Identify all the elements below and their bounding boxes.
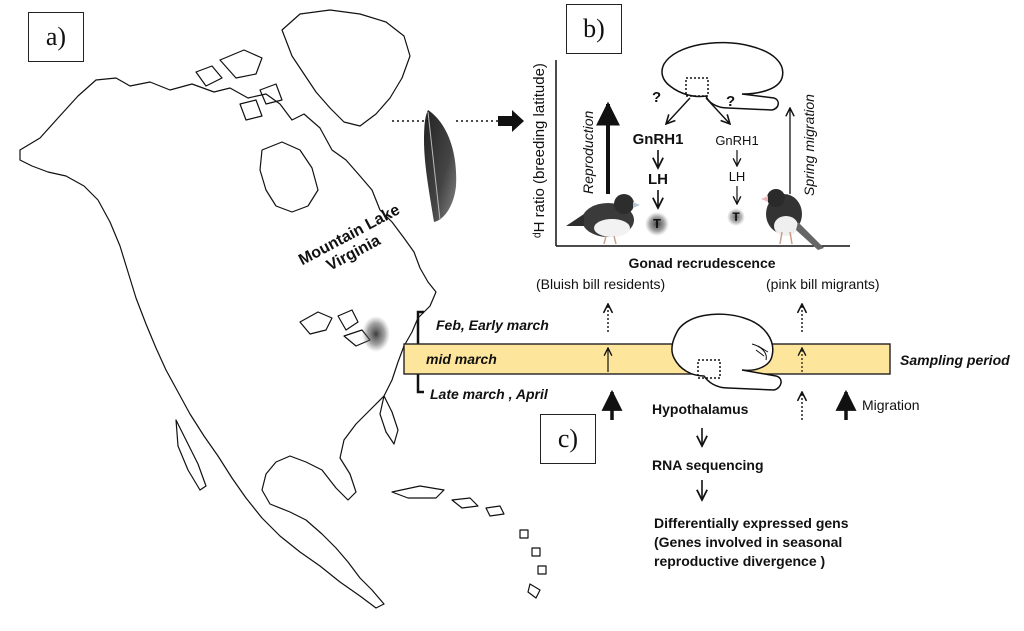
period-feb-early-march: Feb, Early march xyxy=(436,317,549,333)
continent-outline xyxy=(19,77,437,609)
brain-icon-c xyxy=(671,313,782,391)
big-arrow-to-panel-b xyxy=(498,110,524,132)
baja-california xyxy=(175,419,207,491)
great-lakes xyxy=(299,309,371,347)
junco-bird-resident-icon xyxy=(566,194,640,245)
result-line-3: reproductive divergence ) xyxy=(654,553,826,569)
north-america-map xyxy=(19,9,547,609)
hypothalamus-label: Hypothalamus xyxy=(652,401,749,417)
arctic-islands xyxy=(195,49,283,121)
panel-a-text: a) xyxy=(45,22,67,51)
sampling-site-marker xyxy=(362,316,390,352)
x-axis-label: Gonad recrudescence xyxy=(628,255,776,271)
migration-label: Migration xyxy=(862,397,920,413)
feather-icon xyxy=(424,110,457,222)
lh-right-label: LH xyxy=(728,169,746,184)
hudson-bay xyxy=(259,141,319,213)
arrow-brain-to-gnrh-right xyxy=(705,97,730,124)
gnrh1-right-label: GnRH1 xyxy=(715,133,759,148)
y-axis-label: ᵈH ratio (breeding latitude) xyxy=(531,63,548,238)
panel-label-c: c) xyxy=(540,414,596,464)
bracket-feb xyxy=(416,310,424,346)
gnrh1-left-label: GnRH1 xyxy=(632,131,684,148)
result-line-1: Differentially expressed gens xyxy=(654,515,849,531)
caribbean-islands xyxy=(391,485,547,599)
florida xyxy=(379,395,399,445)
rna-sequencing-label: RNA sequencing xyxy=(652,457,764,473)
period-mid-march: mid march xyxy=(426,351,497,367)
panel-label-b: b) xyxy=(566,4,622,54)
t-blob-right xyxy=(727,208,745,226)
junco-bird-migrant-icon xyxy=(761,189,824,250)
greenland-outline xyxy=(281,9,411,127)
residents-label: (Bluish bill residents) xyxy=(536,276,666,292)
t-left-label: T xyxy=(653,216,661,231)
t-right-label: T xyxy=(732,210,740,224)
lh-left-label: LH xyxy=(648,171,668,188)
result-line-2: (Genes involved in seasonal xyxy=(654,534,843,550)
arrow-brain-to-gnrh-left xyxy=(666,97,691,124)
sampling-period-band xyxy=(403,343,891,375)
panel-c-text: c) xyxy=(557,424,579,453)
panel-b-axes xyxy=(555,60,850,247)
t-blob-left xyxy=(645,212,669,236)
panel-b-text: b) xyxy=(583,14,605,43)
brain-icon-b xyxy=(661,41,784,111)
question-mark-left: ? xyxy=(652,89,662,106)
panel-label-a: a) xyxy=(28,12,84,62)
migrants-label: (pink bill migrants) xyxy=(766,276,880,292)
question-mark-right: ? xyxy=(726,93,736,110)
period-late-march-april: Late march , April xyxy=(430,386,548,402)
reproduction-label: Reproduction xyxy=(580,110,596,194)
sampling-period-label: Sampling period xyxy=(900,352,1010,368)
spring-migration-label: Spring migration xyxy=(801,94,817,196)
